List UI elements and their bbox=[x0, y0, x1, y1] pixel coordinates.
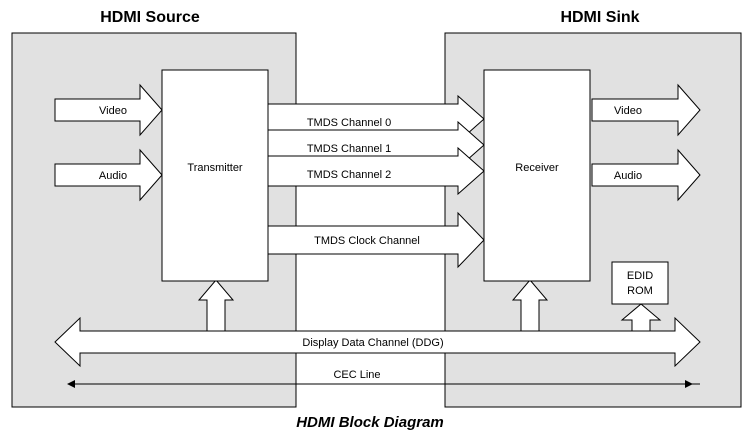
audio-input-arrow bbox=[54, 148, 163, 202]
source-title: HDMI Source bbox=[100, 9, 200, 26]
diagram-caption: HDMI Block Diagram bbox=[296, 414, 444, 431]
audio-output-label: Audio bbox=[614, 170, 642, 182]
ddc-label: Display Data Channel (DDG) bbox=[302, 337, 443, 349]
cec-label: CEC Line bbox=[333, 369, 380, 381]
audio-input-label: Audio bbox=[99, 170, 127, 182]
video-output-label: Video bbox=[614, 105, 642, 117]
tmds-channel-2-arrow bbox=[249, 146, 485, 196]
edid-rom-label-line1: EDID bbox=[627, 270, 653, 282]
tmds-clock-channel-label: TMDS Clock Channel bbox=[314, 235, 420, 247]
audio-output-arrow bbox=[591, 148, 701, 202]
tmds-channel-0-label: TMDS Channel 0 bbox=[307, 117, 391, 129]
receiver-label: Receiver bbox=[515, 162, 559, 174]
edid-rom-label-line2: ROM bbox=[627, 285, 653, 297]
video-output-arrow bbox=[591, 83, 701, 137]
sink-title: HDMI Sink bbox=[560, 9, 639, 26]
tmds-channel-2-label: TMDS Channel 2 bbox=[307, 169, 391, 181]
receiver-block bbox=[483, 69, 591, 282]
transmitter-block bbox=[161, 69, 269, 282]
edid-rom-box bbox=[611, 261, 669, 305]
video-input-label: Video bbox=[99, 105, 127, 117]
transmitter-label: Transmitter bbox=[187, 162, 243, 174]
tmds-clock-channel-arrow bbox=[249, 211, 485, 269]
tmds-channel-1-label: TMDS Channel 1 bbox=[307, 143, 391, 155]
ddc-double-arrow bbox=[54, 316, 701, 368]
video-input-arrow bbox=[54, 83, 163, 137]
